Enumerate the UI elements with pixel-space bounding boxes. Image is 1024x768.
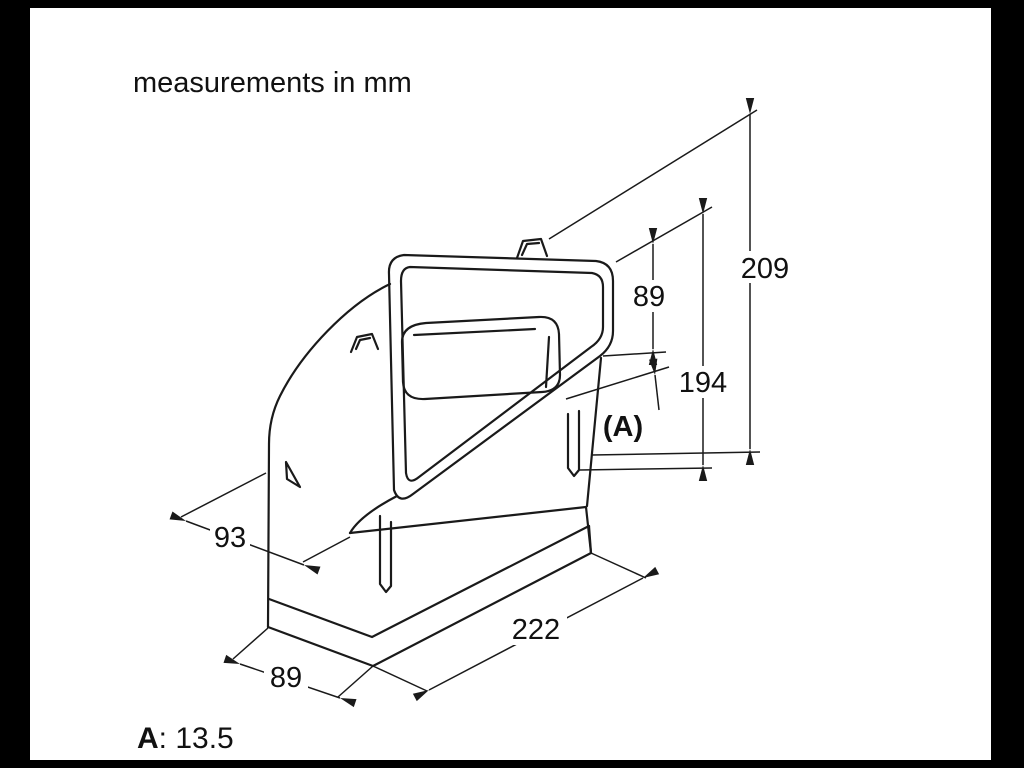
rim-outer-outline: [387, 253, 615, 500]
body-flange-line: [267, 524, 591, 639]
ext-line-93-upper: [180, 472, 267, 518]
footnote-label: A: [137, 722, 159, 755]
ext-line-222-left: [372, 665, 428, 692]
ext-line-89b-left: [232, 627, 269, 660]
dimension-total-height-label: 209: [741, 253, 789, 285]
clip-left: [349, 332, 380, 354]
bend-inner-curve: [348, 494, 399, 535]
label-bg-93: [210, 521, 250, 552]
dimension-bottom-width-label: 89: [270, 662, 302, 694]
frame-bar-top: [0, 0, 1024, 8]
ext-line-rim-top: [615, 206, 713, 263]
frame-bar-right: [991, 0, 1024, 768]
ext-line-89b-right: [337, 665, 374, 698]
clip-left-fold: [354, 336, 372, 351]
ext-line-194-bottom: [579, 467, 713, 471]
label-bg-89b: [264, 661, 308, 692]
dimension-length-label: 222: [512, 614, 560, 646]
fin-center: [378, 514, 393, 594]
ext-line-222-right: [590, 552, 647, 579]
body-top-edge: [348, 505, 588, 535]
label-bg-89: [630, 280, 668, 312]
slot-depth-line-right: [544, 335, 551, 389]
ext-line-ref-a: [565, 366, 670, 400]
leader-arrow-ref-a: [649, 358, 660, 411]
rim-inner-outline: [399, 265, 605, 482]
body-flange-end: [587, 524, 593, 555]
rim-to-body-edge: [585, 356, 603, 508]
footnote-ref-a-value: A: 13.5: [137, 722, 234, 755]
ext-line-209-bottom: [591, 451, 761, 456]
fin-right: [566, 409, 581, 478]
bend-outer-curve: [266, 282, 392, 629]
clip-top: [515, 237, 549, 260]
dimension-ref-a-label: (A): [603, 411, 643, 443]
label-bg-194: [676, 366, 731, 398]
dimension-rim-height-label: 194: [679, 367, 727, 399]
slot-depth-line-top: [412, 327, 537, 337]
left-face-triangle-detail: [284, 460, 302, 489]
frame-bar-left: [0, 0, 30, 768]
text-labels: measurements in mm 209 89 194 (A) 93 222…: [133, 67, 789, 755]
dimension-duct-height-label: 89: [633, 281, 665, 313]
label-bg-222: [505, 613, 567, 645]
ext-line-89-bottom: [602, 351, 667, 357]
frame-bar-bottom: [0, 760, 1024, 768]
label-bg-209: [739, 251, 791, 283]
duct-slot-opening: [400, 315, 562, 401]
ext-line-93-lower: [302, 536, 351, 563]
product-drawing: [266, 237, 615, 668]
ext-line-209-top: [548, 109, 758, 240]
body-bottom-edges: [266, 551, 593, 668]
dimension-side-depth-label: 93: [214, 522, 246, 554]
dimension-lines: [169, 98, 791, 708]
footnote-value: : 13.5: [159, 722, 234, 755]
measurements-note: measurements in mm: [133, 67, 412, 99]
clip-top-fold: [520, 241, 541, 257]
